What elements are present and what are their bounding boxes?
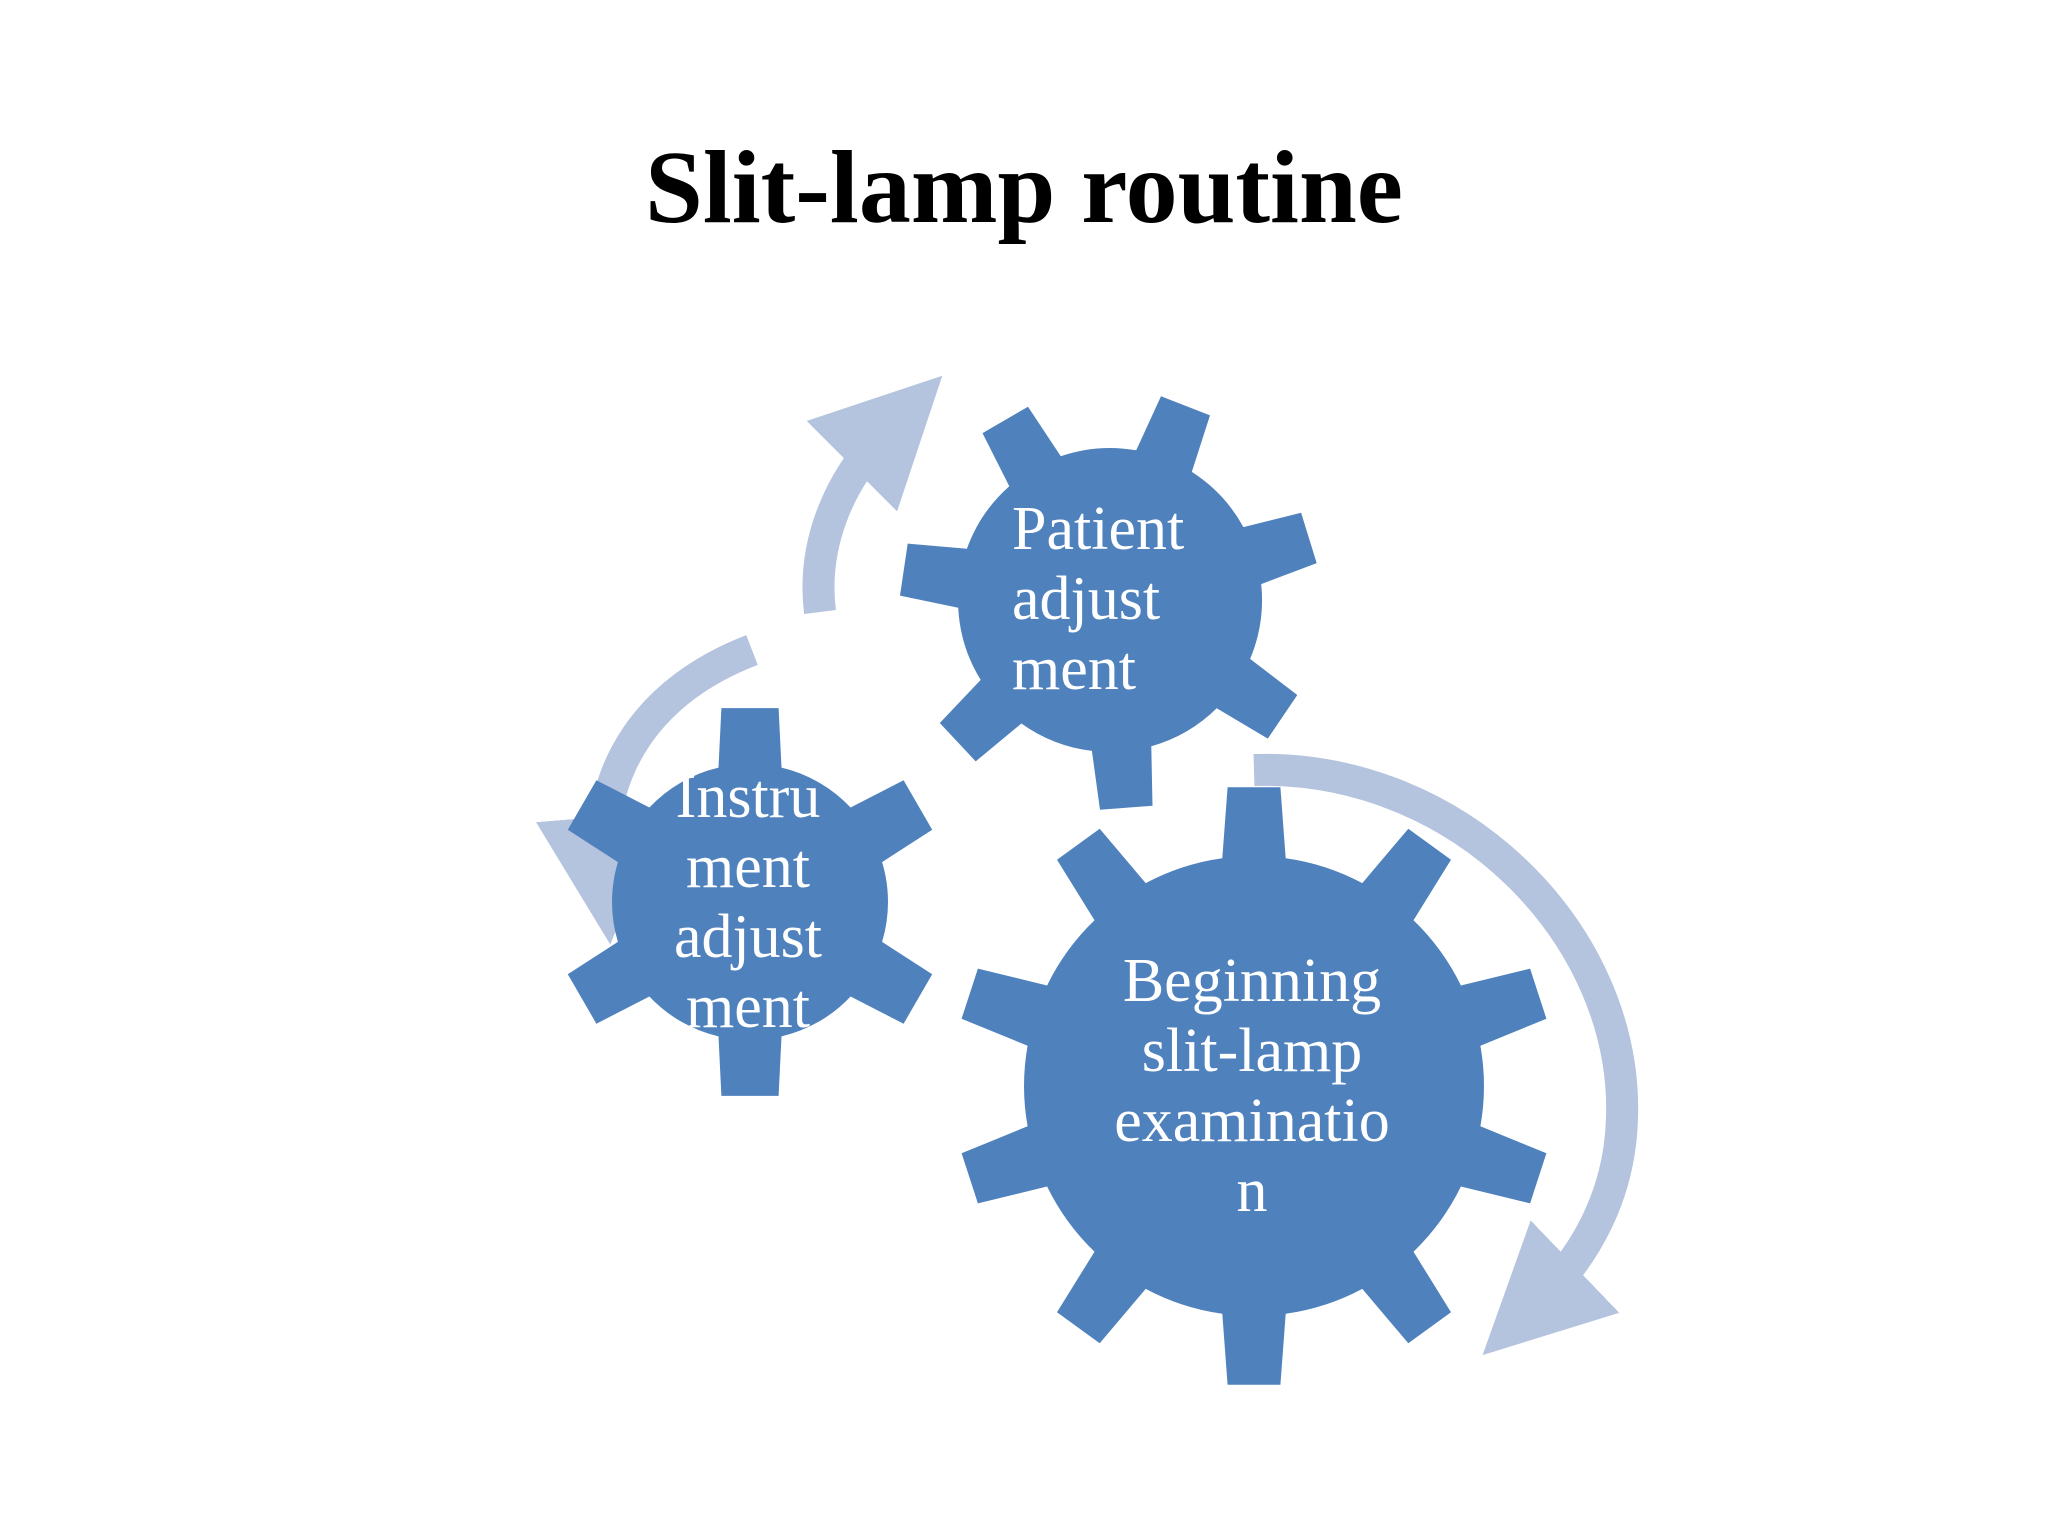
cycle-arrow-right <box>1253 753 1639 1356</box>
beginning-examination-label: Beginning slit-lamp examinatio n <box>1114 947 1390 1225</box>
beginning-examination-gear <box>961 787 1547 1385</box>
cycle-arrow-top <box>802 375 943 614</box>
instrument-adjustment-label: Instru ment adjust ment <box>673 763 823 1041</box>
patient-adjustment-label: Patient adjust ment <box>1012 495 1185 703</box>
slide-title: Slit-lamp routine <box>645 130 1403 245</box>
instrument-adjustment-gear <box>567 708 933 1096</box>
patient-adjustment-gear <box>900 396 1317 810</box>
